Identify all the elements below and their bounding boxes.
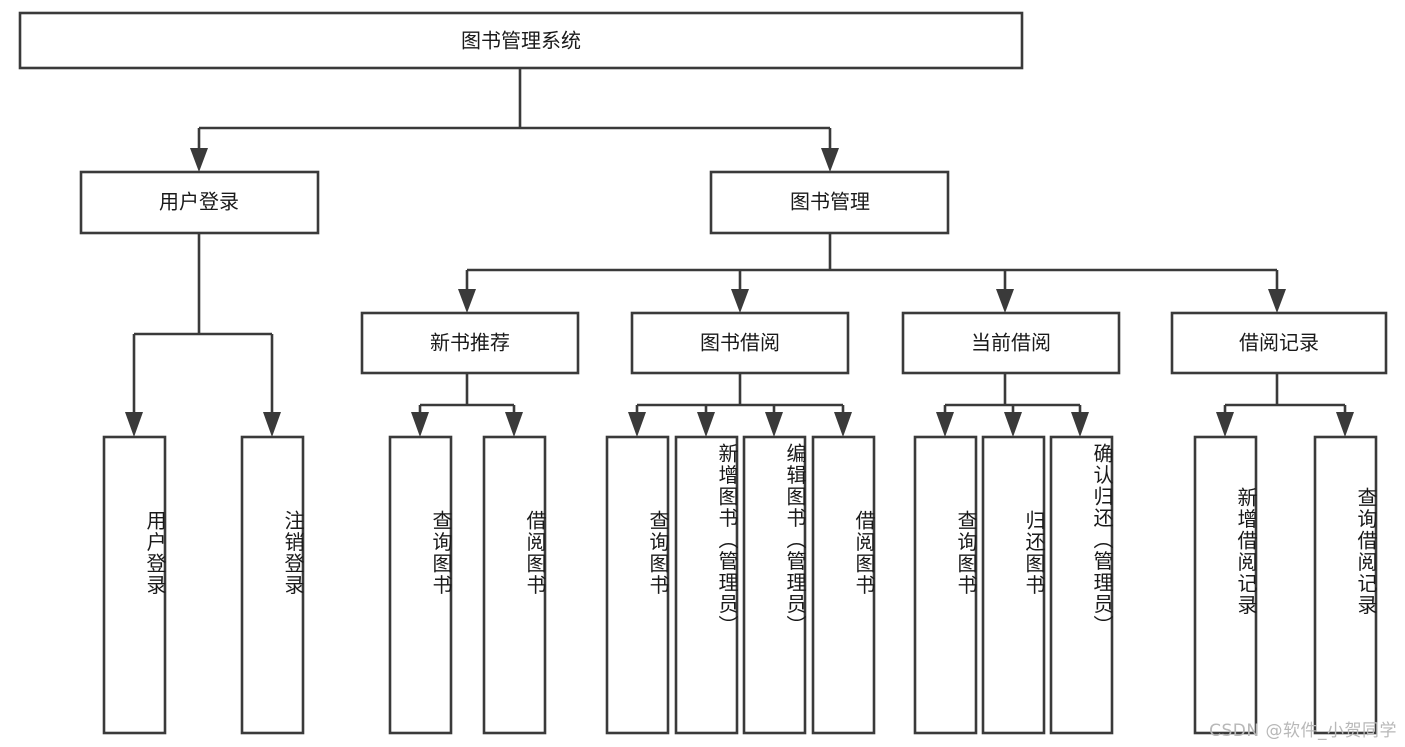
connector-bookmgmt-to-level3 <box>458 233 1286 313</box>
leaf-box-book-borrow-2[interactable] <box>742 435 807 735</box>
node-current-borrow[interactable]: 当前借阅 <box>901 311 1121 375</box>
node-borrow-record[interactable]: 借阅记录 <box>1170 311 1388 375</box>
connector-userlogin-to-leaves <box>125 233 281 437</box>
leaf-box-book-borrow-0[interactable] <box>605 435 670 735</box>
leaf-box-new-book-0[interactable] <box>388 435 453 735</box>
node-user-login[interactable]: 用户登录 <box>79 170 320 235</box>
connector-borrowrecord-to-leaves <box>1216 373 1354 437</box>
connector-currentborrow-to-leaves <box>936 373 1089 437</box>
watermark-text: CSDN @软件_小贺同学 <box>1209 721 1397 741</box>
leaf-box-borrow-record-0[interactable] <box>1193 435 1258 735</box>
node-new-book-recommend[interactable]: 新书推荐 <box>360 311 580 375</box>
leaf-box-current-borrow-0[interactable] <box>913 435 978 735</box>
leaf-box-borrow-record-1[interactable] <box>1313 435 1378 735</box>
node-root-system[interactable]: 图书管理系统 <box>18 11 1024 70</box>
node-root-label: 图书管理系统 <box>461 29 581 53</box>
node-book-borrow-label: 图书借阅 <box>700 331 780 355</box>
node-borrow-record-label: 借阅记录 <box>1239 331 1319 355</box>
connector-root-to-level2 <box>190 68 839 172</box>
leaf-box-book-borrow-3[interactable] <box>811 435 876 735</box>
node-book-management[interactable]: 图书管理 <box>709 170 950 235</box>
node-new-book-recommend-label: 新书推荐 <box>430 331 510 355</box>
node-book-borrow[interactable]: 图书借阅 <box>630 311 850 375</box>
leaf-box-user-login-1[interactable] <box>240 435 305 735</box>
connector-newbook-to-leaves <box>411 373 523 437</box>
node-book-management-label: 图书管理 <box>790 190 870 214</box>
connector-bookborrow-to-leaves <box>628 373 852 437</box>
leaf-box-current-borrow-1[interactable] <box>981 435 1046 735</box>
node-user-login-label: 用户登录 <box>159 190 239 214</box>
leaf-box-current-borrow-2[interactable] <box>1049 435 1114 735</box>
node-current-borrow-label: 当前借阅 <box>971 331 1051 355</box>
leaf-box-user-login-0[interactable] <box>102 435 167 735</box>
leaf-box-book-borrow-1[interactable] <box>674 435 739 735</box>
leaf-box-new-book-1[interactable] <box>482 435 547 735</box>
